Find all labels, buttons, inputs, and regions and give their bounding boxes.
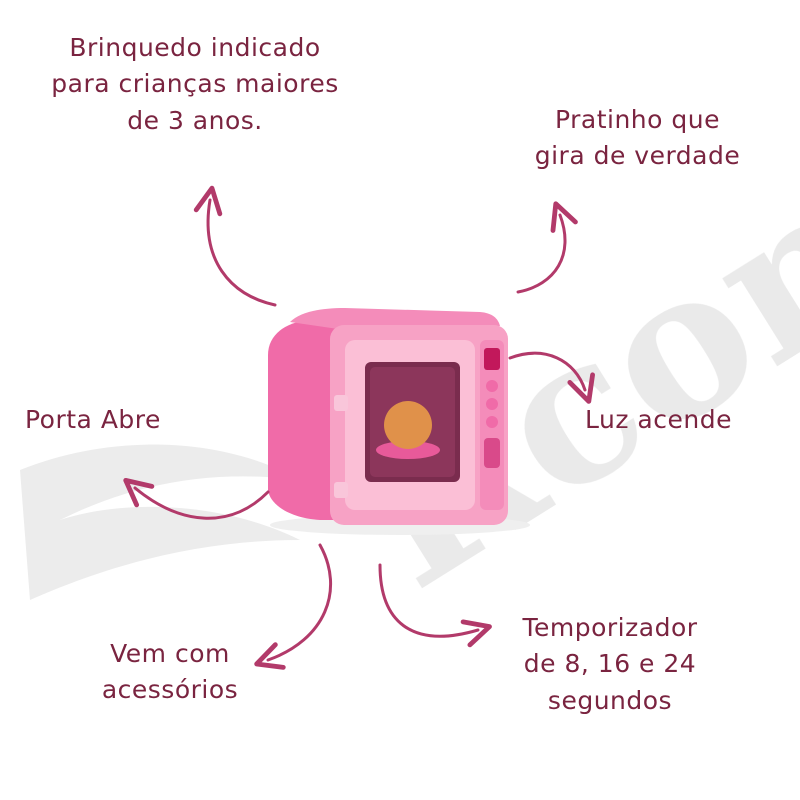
control-button-3 bbox=[486, 416, 498, 428]
callout-age-line-1: Brinquedo indicado bbox=[69, 33, 321, 62]
microwave-side bbox=[268, 320, 345, 520]
control-button-2 bbox=[486, 398, 498, 410]
callout-timer-line-1: Temporizador bbox=[522, 613, 698, 642]
toy-food bbox=[384, 401, 432, 449]
arrow-plate bbox=[516, 201, 578, 294]
arrow-light bbox=[508, 351, 595, 404]
toy-microwave bbox=[268, 308, 530, 535]
door-hinge-top bbox=[334, 395, 348, 411]
callout-plate-line-2: gira de verdade bbox=[534, 141, 741, 171]
watermark-swoosh bbox=[20, 444, 300, 600]
callout-age-line-2: para crianças maiores bbox=[51, 69, 339, 99]
callout-age-line-3: de 3 anos. bbox=[127, 105, 263, 135]
callout-accessories-line-2: acessórios bbox=[101, 675, 239, 705]
callout-light: Luz acende bbox=[585, 402, 760, 438]
microwave-top bbox=[290, 308, 500, 330]
callout-timer: Temporizador de 8, 16 e 24 segundos bbox=[490, 610, 730, 719]
callout-timer-line-3: segundos bbox=[547, 685, 673, 715]
callout-accessories: Vem com acessórios bbox=[85, 636, 255, 709]
callout-plate: Pratinho que gira de verdade bbox=[505, 102, 770, 175]
arrow-door bbox=[123, 477, 270, 520]
arrow-age bbox=[193, 185, 277, 307]
callout-timer-line-2: de 8, 16 e 24 bbox=[523, 649, 697, 679]
arrow-accessories bbox=[254, 543, 333, 670]
callout-accessories-line-1: Vem com bbox=[110, 639, 230, 668]
callout-age: Brinquedo indicado para crianças maiores… bbox=[25, 30, 365, 139]
display-screen bbox=[484, 348, 500, 370]
callout-arrows bbox=[123, 185, 595, 670]
turntable-plate bbox=[376, 441, 440, 459]
arrow-timer bbox=[378, 563, 492, 648]
timer-knob bbox=[484, 438, 500, 468]
control-button-1 bbox=[486, 380, 498, 392]
callout-door-line-1: Porta Abre bbox=[25, 405, 161, 434]
callout-light-line-1: Luz acende bbox=[585, 405, 732, 434]
door-hinge-bottom bbox=[334, 482, 348, 498]
callout-door: Porta Abre bbox=[25, 402, 205, 438]
callout-plate-line-1: Pratinho que bbox=[554, 105, 720, 134]
